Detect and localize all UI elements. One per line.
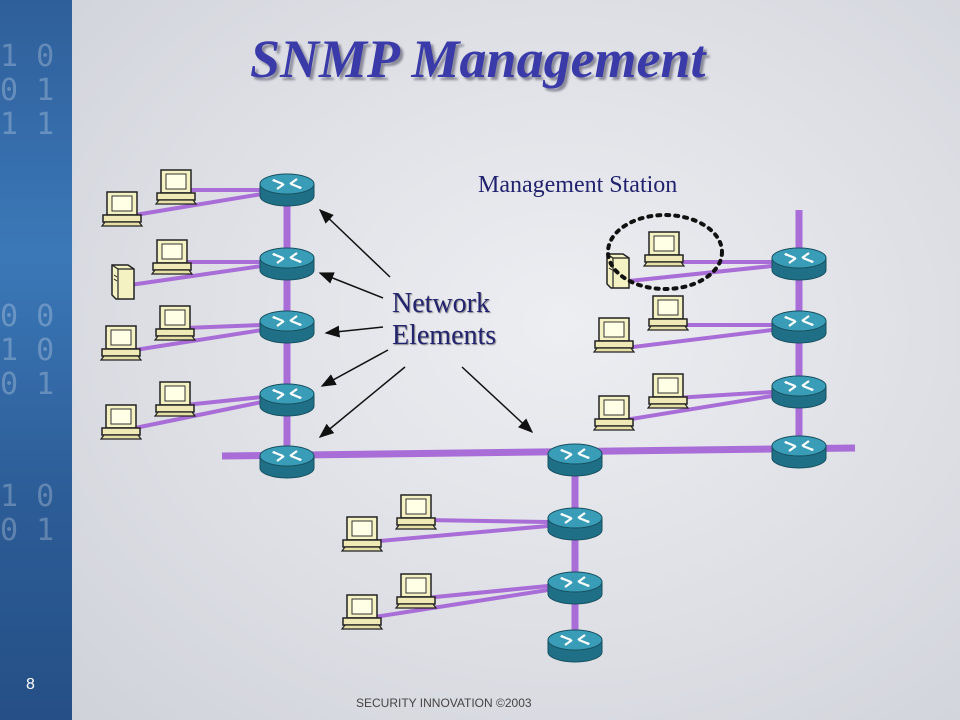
computer-icon <box>647 295 689 331</box>
computer-icon <box>647 373 689 409</box>
host-links <box>129 188 773 620</box>
router-icon <box>258 246 316 282</box>
server-icon <box>111 264 135 300</box>
computer-icon <box>643 231 685 267</box>
computer-icon <box>100 404 142 440</box>
computer-icon <box>151 239 193 275</box>
arrow <box>318 366 406 438</box>
arrow <box>324 325 384 338</box>
network-elements-line: Network <box>392 288 490 319</box>
router-icon <box>770 374 828 410</box>
router-icon <box>546 628 604 664</box>
network-elements-line: Elements <box>392 320 497 351</box>
management-station-label: Management Station <box>478 172 678 198</box>
computer-icon <box>395 494 437 530</box>
computer-icon <box>100 325 142 361</box>
arrow <box>320 349 389 387</box>
computer-icon <box>593 395 635 431</box>
computer-icon <box>341 516 383 552</box>
computer-icon <box>593 317 635 353</box>
footer: SECURITY INNOVATION ©2003 <box>356 696 532 710</box>
arrow <box>318 272 384 299</box>
arrow <box>318 208 391 278</box>
router-icon <box>546 570 604 606</box>
slide-number: 8 <box>26 676 35 693</box>
slide-background <box>72 0 960 720</box>
computer-icon <box>395 573 437 609</box>
computer-icon <box>341 594 383 630</box>
hosts <box>100 169 689 630</box>
network-elements-label: Network Elements <box>392 288 496 352</box>
router-icon <box>258 444 316 480</box>
management-station-highlight <box>606 213 724 291</box>
router-icon <box>258 309 316 345</box>
router-icon <box>770 434 828 470</box>
link-line <box>221 444 856 460</box>
pointer-arrows <box>318 208 534 438</box>
computer-icon <box>101 191 143 227</box>
arrow <box>461 366 534 434</box>
router-icon <box>546 442 604 478</box>
router-icon <box>770 246 828 282</box>
slide-title: SNMP Management <box>250 29 706 89</box>
computer-icon <box>155 169 197 205</box>
router-icon <box>770 309 828 345</box>
computer-icon <box>154 305 196 341</box>
router-icon <box>258 382 316 418</box>
computer-icon <box>154 381 196 417</box>
router-icon <box>546 506 604 542</box>
router-icon <box>258 172 316 208</box>
